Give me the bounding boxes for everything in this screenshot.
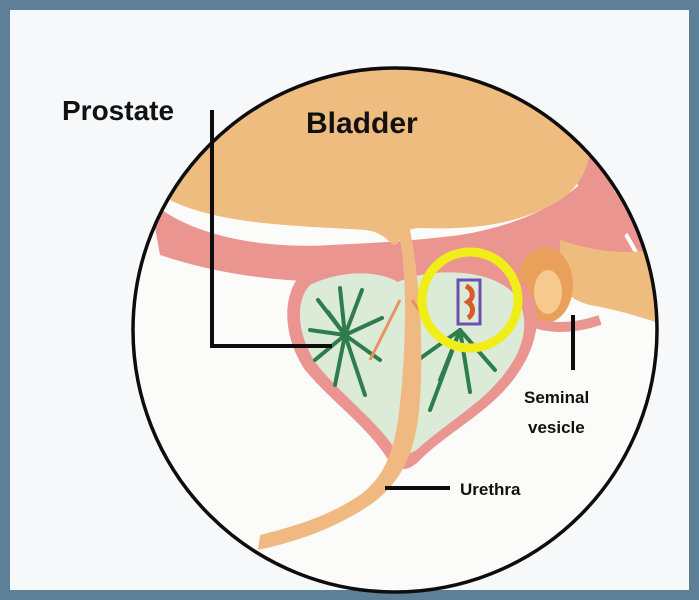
label-vesicle: vesicle	[528, 418, 585, 437]
label-urethra: Urethra	[460, 480, 521, 499]
label-prostate: Prostate	[62, 95, 174, 126]
label-seminal: Seminal	[524, 388, 589, 407]
label-bladder: Bladder	[306, 107, 418, 140]
